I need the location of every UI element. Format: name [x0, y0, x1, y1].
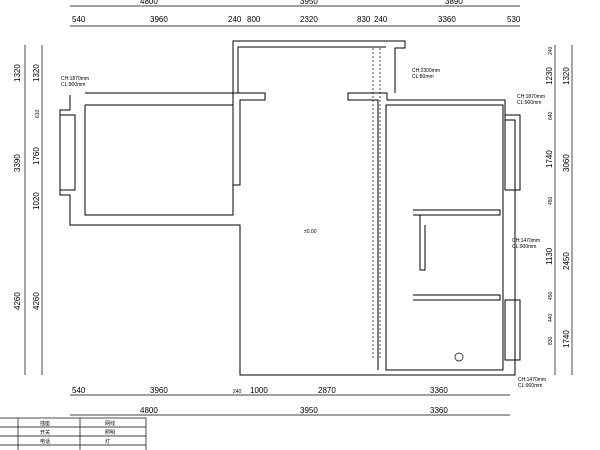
dim: 1740	[562, 330, 571, 348]
legend-label: 照明	[105, 430, 115, 436]
dim: 1230	[545, 67, 554, 85]
top-dims: 540 3960 240 800 2320 830 240 3360 530	[72, 15, 521, 24]
level-mark: ±0.00	[304, 229, 317, 235]
dim: 3950	[300, 406, 318, 415]
dim: 3890	[445, 0, 463, 6]
dim: 540	[72, 15, 86, 24]
dim: 240	[548, 46, 554, 55]
dim: 2320	[300, 15, 318, 24]
dim-lines	[24, 5, 573, 416]
dim: 1020	[32, 192, 41, 210]
dim: 450	[548, 291, 554, 300]
dim: 4260	[13, 292, 22, 310]
dim: 830	[357, 15, 371, 24]
dim: 4260	[32, 292, 41, 310]
legend-label: 网线	[105, 420, 115, 427]
dim: 640	[548, 111, 554, 120]
note: CH:1870mm	[517, 94, 545, 100]
dim: 3060	[562, 154, 571, 172]
dim: 450	[548, 196, 554, 205]
dim: 4800	[140, 0, 158, 6]
dim: 1320	[32, 64, 41, 82]
dim: 800	[247, 15, 261, 24]
note: CL:900mm	[518, 383, 542, 389]
dim: 1760	[32, 147, 41, 165]
note: CH:1870mm	[61, 76, 89, 82]
dim: 3950	[300, 0, 318, 6]
left-dims: 1320 3390 4260 1320 610 1760 1020 4260	[13, 64, 41, 310]
dim: 1740	[545, 150, 554, 168]
dim: 1000	[250, 386, 268, 395]
dim: 610	[35, 109, 41, 118]
right-dims: 240 1230 640 1740 450 1130 450 440 830 1…	[545, 46, 571, 348]
legend-label: 电话	[40, 438, 50, 445]
note: CH:2300mm	[412, 68, 440, 74]
dim: 830	[548, 336, 554, 345]
note: CL:900mm	[517, 100, 541, 106]
bottom-dims: 540 3960 240 1000 2870 3360 4800 3950 33…	[72, 386, 448, 415]
walls	[59, 40, 521, 376]
dim: 3960	[150, 15, 168, 24]
dim: 1320	[13, 64, 22, 82]
legend-label: 插座	[40, 420, 50, 427]
dim: 240	[228, 15, 242, 24]
dim: 3360	[438, 15, 456, 24]
top-total-dims: 4800 3950 3890	[140, 0, 463, 6]
legend-label: 灯	[105, 438, 110, 445]
dim: 2450	[562, 252, 571, 270]
dim: 3960	[150, 386, 168, 395]
note: CH:1470mm	[518, 377, 546, 383]
dim: 4800	[140, 406, 158, 415]
dim: 3360	[430, 406, 448, 415]
dim: 1130	[545, 247, 554, 265]
note: CL:900mm	[512, 244, 536, 250]
legend-label: 开关	[40, 429, 50, 436]
dim: 3390	[13, 154, 22, 172]
dim: 240	[233, 389, 242, 395]
dim: 3360	[430, 386, 448, 395]
dim: 540	[72, 386, 86, 395]
dim: 530	[507, 15, 521, 24]
note: CL:900mm	[61, 82, 85, 88]
note: CH:1470mm	[512, 238, 540, 244]
dim: 240	[374, 15, 388, 24]
window-notes: CH:1870mm CL:900mm CH:2300mm CL:80mm CH:…	[61, 68, 546, 389]
dim: 440	[548, 313, 554, 322]
dim: 1320	[562, 67, 571, 85]
dim: 2870	[318, 386, 336, 395]
legend-table: 插座 开关 电话 网线 照明 灯	[0, 417, 147, 450]
note: CL:80mm	[412, 74, 434, 80]
